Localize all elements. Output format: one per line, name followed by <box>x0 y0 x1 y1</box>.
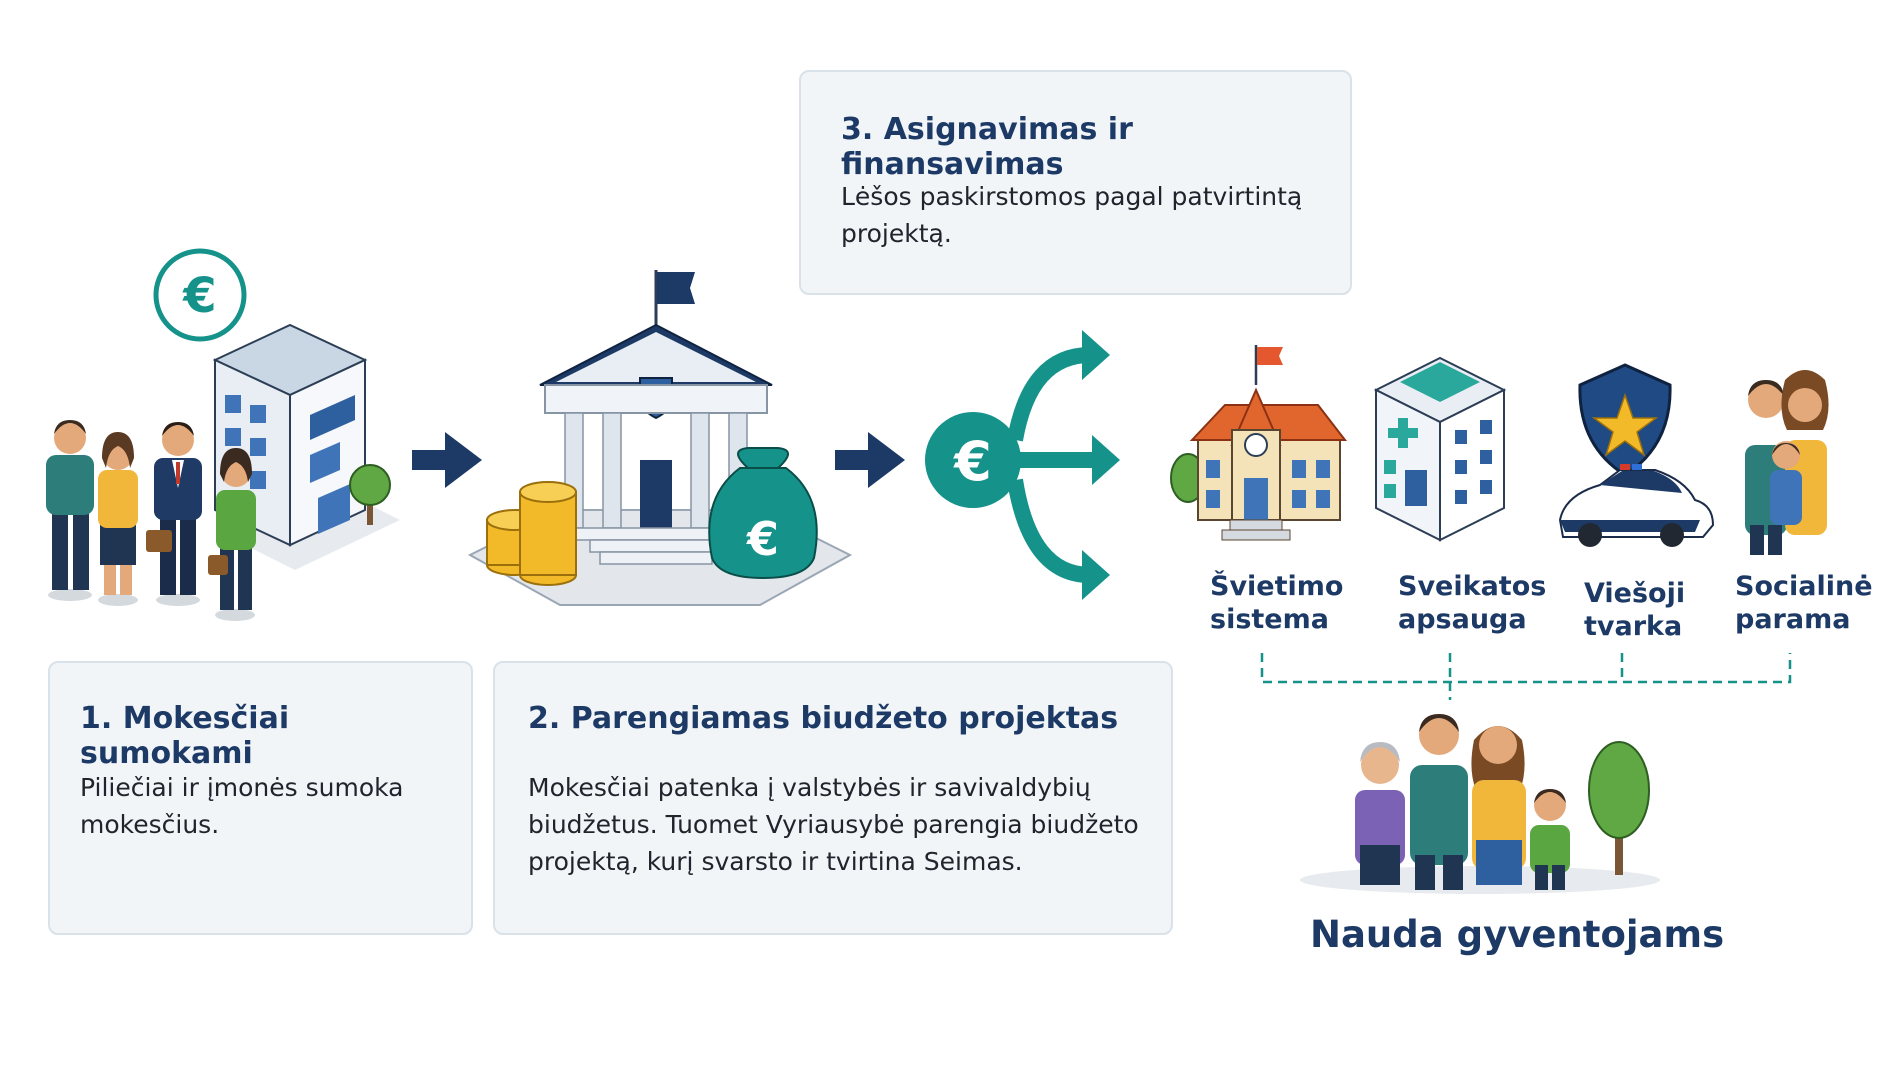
category-public-order-label: Viešoji tvarka <box>1584 577 1685 643</box>
person-icon <box>46 420 94 601</box>
svg-text:€: € <box>746 512 779 566</box>
distribution-arrows-icon: € <box>925 330 1120 600</box>
category-label-line: sistema <box>1210 604 1329 635</box>
flow-arrow-icon <box>835 432 905 488</box>
euro-distribution-icon: € <box>952 430 992 493</box>
family-icon <box>1745 370 1829 555</box>
step-2-text: Mokesčiai patenka į valstybės ir savival… <box>528 773 1139 876</box>
school-icon <box>1170 345 1348 541</box>
hospital-icon <box>1373 356 1507 542</box>
person-icon <box>146 422 202 606</box>
category-social-label: Socialinė parama <box>1735 570 1873 636</box>
step-3-title: 3. Asignavimas ir finansavimas <box>841 112 1133 182</box>
step-1-title: 1. Mokesčiai sumokami <box>80 701 290 771</box>
step-2-panel: 2. Parengiamas biudžeto projektas Mokesč… <box>493 661 1173 935</box>
step-1-text: Piliečiai ir įmonės sumoka mokesčius. <box>80 773 404 839</box>
category-label-line: Sveikatos <box>1398 571 1547 602</box>
category-education-label: Švietimo sistema <box>1210 570 1343 636</box>
person-icon <box>98 432 138 606</box>
taxpayers-illustration: € <box>46 248 400 621</box>
police-icon <box>1558 363 1715 547</box>
svg-text:€: € <box>182 268 216 324</box>
category-label-line: parama <box>1735 604 1851 635</box>
euro-coin-icon: € <box>153 248 247 342</box>
category-label-line: apsauga <box>1398 604 1527 635</box>
category-health-label: Sveikatos apsauga <box>1398 570 1546 636</box>
step-1-panel: 1. Mokesčiai sumokami Piliečiai ir įmonė… <box>48 661 473 935</box>
category-label-line: Viešoji <box>1584 578 1686 609</box>
category-label-line: Švietimo <box>1210 571 1344 602</box>
person-icon <box>208 448 256 621</box>
category-label-line: Socialinė <box>1735 571 1873 602</box>
step-2-title: 2. Parengiamas biudžeto projektas <box>528 701 1119 736</box>
money-bag-icon: € <box>708 447 818 580</box>
benefit-title: Nauda gyventojams <box>1310 913 1725 956</box>
step-3-panel: 3. Asignavimas ir finansavimas Lėšos pas… <box>799 70 1352 295</box>
step-3-text: Lėšos paskirstomos pagal patvirtintą pro… <box>841 182 1303 248</box>
connector-bracket <box>1260 653 1792 700</box>
citizens-group-icon <box>1300 714 1660 894</box>
coin-stack-icon <box>486 481 577 586</box>
category-label-line: tvarka <box>1584 611 1683 642</box>
flow-arrow-icon <box>412 432 482 488</box>
